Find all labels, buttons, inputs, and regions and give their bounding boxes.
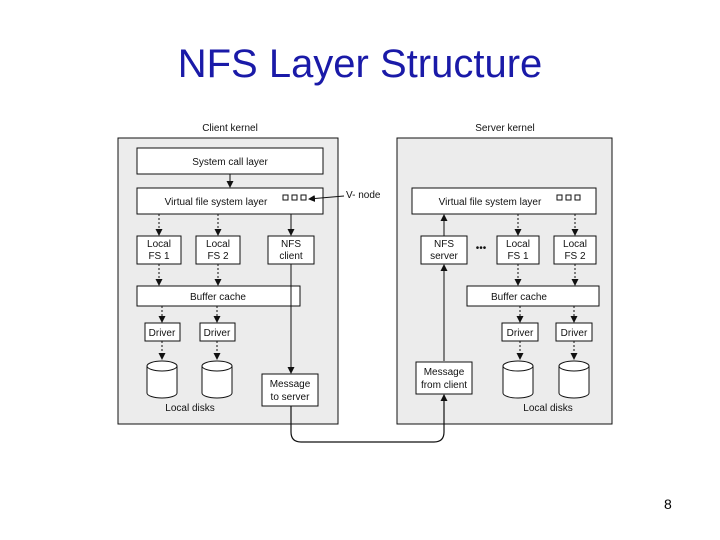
network-connection: [290, 394, 448, 443]
server-local-fs1-line2: FS 1: [507, 251, 529, 262]
client-disk2: [201, 360, 233, 399]
client-local-disks-label: Local disks: [165, 403, 214, 414]
nfs-client-line2: client: [279, 251, 303, 262]
server-buffer-cache: [466, 285, 600, 307]
server-message-line2: from client: [421, 380, 467, 391]
server-driver2-label: Driver: [561, 328, 588, 339]
server-local-fs1-line1: Local: [506, 239, 530, 250]
client-disk1: [146, 360, 178, 399]
client-local-fs1-line1: Local: [147, 239, 171, 250]
client-arrows: [155, 174, 295, 374]
client-system-call-label: System call layer: [192, 157, 268, 168]
client-kernel-title: Client kernel: [202, 123, 258, 134]
client-vnode-squares: [282, 194, 307, 201]
nfs-server-box: [420, 235, 468, 265]
client-driver2-label: Driver: [204, 328, 231, 339]
nfs-client-line1: NFS: [281, 239, 301, 250]
client-message-line2: to server: [271, 392, 311, 403]
client-local-fs2-line1: Local: [206, 239, 230, 250]
client-buffer-cache: [136, 285, 301, 307]
server-vfs-layer: [411, 187, 597, 215]
nfs-server-line1: NFS: [434, 239, 454, 250]
server-local-fs2-line2: FS 2: [564, 251, 586, 262]
server-disk2: [558, 360, 590, 399]
client-message-box: [261, 373, 319, 407]
client-local-fs1-line2: FS 1: [148, 251, 170, 262]
slide-title: NFS Layer Structure: [177, 42, 543, 86]
server-driver1-label: Driver: [507, 328, 534, 339]
client-system-call-layer: [136, 147, 324, 175]
vnode-arrow: [308, 195, 345, 202]
server-vnode-squares: [556, 194, 581, 201]
server-arrows: [440, 214, 579, 361]
server-message-line1: Message: [424, 367, 465, 378]
server-kernel-title: Server kernel: [475, 123, 534, 134]
client-buffer-cache-label: Buffer cache: [190, 292, 246, 303]
client-driver1-label: Driver: [149, 328, 176, 339]
server-local-fs2-line1: Local: [563, 239, 587, 250]
server-disk1: [502, 360, 534, 399]
client-vfs-label: Virtual file system layer: [165, 197, 268, 208]
client-vfs-layer: [136, 187, 324, 215]
client-local-fs2-line2: FS 2: [207, 251, 229, 262]
page-number: 8: [664, 496, 672, 512]
client-message-line1: Message: [270, 379, 311, 390]
server-local-disks-label: Local disks: [523, 403, 572, 414]
vnode-label: V- node: [346, 190, 381, 201]
server-buffer-cache-label: Buffer cache: [491, 292, 547, 303]
nfs-server-line2: server: [430, 251, 458, 262]
server-local-fs1-box: [496, 235, 540, 265]
server-message-box: [415, 361, 473, 395]
server-vfs-label: Virtual file system layer: [439, 197, 542, 208]
server-ellipsis: •••: [476, 243, 487, 254]
